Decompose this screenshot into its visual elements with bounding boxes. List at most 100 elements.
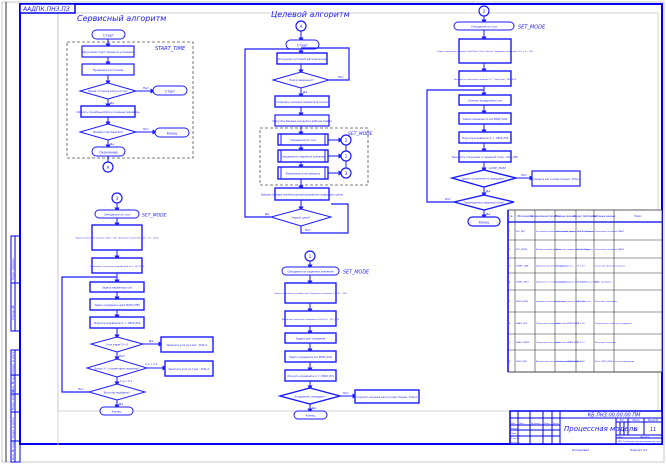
- right-loop-no: [426, 89, 484, 203]
- target-start-text: Старт: [297, 44, 308, 48]
- table-header-cell: №: [509, 215, 513, 218]
- table-cell: 1: [509, 231, 510, 233]
- table-cell: Задание смещения по оси: [536, 301, 566, 303]
- service-decision-1-no: Нет: [143, 86, 149, 90]
- table-cell: SET_INIT: [516, 231, 526, 233]
- cb-start-text: Смещение на заданное значение: [288, 270, 334, 274]
- table-header-cell: Выходные данные: [593, 215, 616, 218]
- table-cell: Начальные параметры и значения: [556, 231, 595, 233]
- lb-step-2-text: Установить смещение позиций X=X+0.1 ; SE…: [90, 265, 144, 268]
- service-step-2-text: Проверка состояния: [93, 68, 123, 72]
- target-sub-3-text: Изменение угла поворота: [286, 172, 321, 176]
- title-sheets-label: Листов 1: [640, 436, 650, 438]
- service-exit-2-text: Конец: [167, 132, 178, 136]
- title-mass-header: Масса: [633, 419, 641, 422]
- right-decision-2-yes: Да: [486, 212, 490, 216]
- right-step-2: [458, 70, 512, 87]
- service-decision-1-yes: Да: [110, 101, 114, 105]
- margin-label-3: Подп. и дата: [11, 351, 15, 372]
- service-start-text: Старт: [103, 34, 114, 38]
- target-decision-1-yes: Да: [303, 90, 307, 94]
- margin-label-4: Инв. № дубл.: [11, 371, 15, 392]
- service-connector-text: A: [107, 165, 110, 170]
- table-cell: MOVE_AXIS: [516, 300, 529, 303]
- table-cell: Значения в ячейках START: [595, 248, 625, 251]
- lb-side-2-text: Увеличить угол на 1 шаг ; N=N+1: [168, 368, 210, 371]
- service-decision-2-text: Пройден стартовый бит?: [93, 131, 124, 134]
- right-end-text: Конец: [479, 221, 490, 225]
- table-cell: CALC_ERR: [516, 360, 527, 363]
- lb-step-3-text: Задать параметры оси: [102, 286, 133, 290]
- title-scale-value: 11: [650, 427, 656, 433]
- table-cell: Получение состояния: [536, 342, 561, 344]
- table-header-cell: Обозначение: [517, 215, 534, 218]
- target-decision-2-text: Новый цикл?: [291, 216, 311, 220]
- target-connector-top-text: A: [300, 24, 303, 29]
- lb-decision-3-yes: Да: [119, 402, 123, 406]
- service-step-3-text: Сбросить служебные флаги и основные пара…: [77, 111, 140, 114]
- table-cell: Установка начальных параметров: [536, 231, 574, 233]
- lb-end-text: Конец: [112, 410, 122, 414]
- right-step-6-text: Вычислить отклонение от заданной точки ;…: [452, 156, 518, 159]
- table-header-cell: Прим.: [634, 215, 641, 218]
- margin-label-5: Взам. инв. №: [11, 390, 15, 410]
- table-cell: П. 2.16: [577, 323, 585, 325]
- table-cell: 3: [509, 266, 511, 268]
- cb-step-2-text: Вычислить смещение координаты X=X+0.1 ; …: [282, 318, 340, 321]
- cb-end-text: Конец: [306, 414, 316, 418]
- service-decision-1-text: Время состояния запуска 0 сек?: [88, 90, 128, 93]
- lb-decision-3-text: Все углы пройдены?: [104, 392, 131, 395]
- table-cell: Выбор режима работы: [536, 248, 561, 251]
- right-side-box-text: Сохранить шаг и номер позиции ; N=N+1: [532, 178, 581, 181]
- title-copied: Копировал: [572, 448, 589, 452]
- table-cell: Проверка тестовых условий: [536, 281, 568, 284]
- table-cell: Текущее время: [556, 266, 574, 268]
- cb-end: [293, 410, 328, 420]
- table-frame: [507, 209, 663, 373]
- service-decision-2-yes: Да: [110, 142, 114, 146]
- table-cell: Значения в ячейках START: [595, 230, 625, 233]
- target-loop-yes: [244, 48, 301, 218]
- table-cell: П. 2.17: [577, 342, 585, 344]
- lb-decision-1-no: Нет: [119, 354, 125, 358]
- right-decision-1-yes: Да: [486, 189, 490, 193]
- lb-side-2: [164, 360, 214, 377]
- cb-step-4-text: Задать координаты оси MOVE_AXIS: [289, 356, 332, 359]
- title-doc-title: Процессная модель: [564, 425, 637, 433]
- table-cell: SET_MODE: [516, 249, 528, 251]
- stamp-corner-box: [19, 3, 76, 14]
- title-role-check: Пров.: [511, 433, 517, 435]
- table-cell: П. 2.14: [577, 281, 585, 284]
- target-step-3-text: Загрузить базовые значения в рабочие яче…: [272, 120, 332, 123]
- table-cell: Полученные значения координат: [595, 323, 633, 325]
- cb-decision-1-text: Координаты совпадают?: [294, 396, 326, 399]
- service-end-text: Окончание: [99, 151, 117, 155]
- right-end: [467, 216, 501, 227]
- lb-end: [99, 406, 134, 416]
- target-sub-connector-3-text: 3: [345, 171, 348, 176]
- lb-step-1: [91, 224, 143, 251]
- target-decision-2-no: Нет: [305, 228, 311, 232]
- lb-decision-1-text: Угол задан? D<0: [106, 344, 128, 347]
- title-mass-value: 0: [634, 427, 637, 433]
- lb-decision-2-down: X_e < 0.1: [120, 379, 133, 383]
- target-decision-1-no: Нет: [338, 75, 344, 79]
- right-step-1: [458, 38, 512, 64]
- target-sub-2-text: Смещение на заданное значение: [281, 155, 326, 159]
- target-step-1: [276, 52, 328, 65]
- margin-label-2: Справ. №: [11, 305, 15, 320]
- cb-step-3-text: Задать шаг смещения: [296, 337, 326, 341]
- cb-mode-label: SET_MODE: [343, 270, 370, 276]
- title-role-tcontr: Т.контр.: [511, 438, 520, 440]
- lb-step-5-text: Получить координаты X, Y ; READ_POS: [94, 322, 141, 325]
- target-step-4-text: Выбрать базовые значения для регулирован…: [261, 194, 343, 197]
- target-start: [285, 39, 320, 50]
- table-cell: Текущие параметры тестовых условий: [556, 281, 600, 284]
- target-end-no: [300, 203, 349, 234]
- table-header-cell: Наименование процесса: [530, 215, 560, 218]
- margin-label-6: Подп. и дата: [11, 417, 15, 438]
